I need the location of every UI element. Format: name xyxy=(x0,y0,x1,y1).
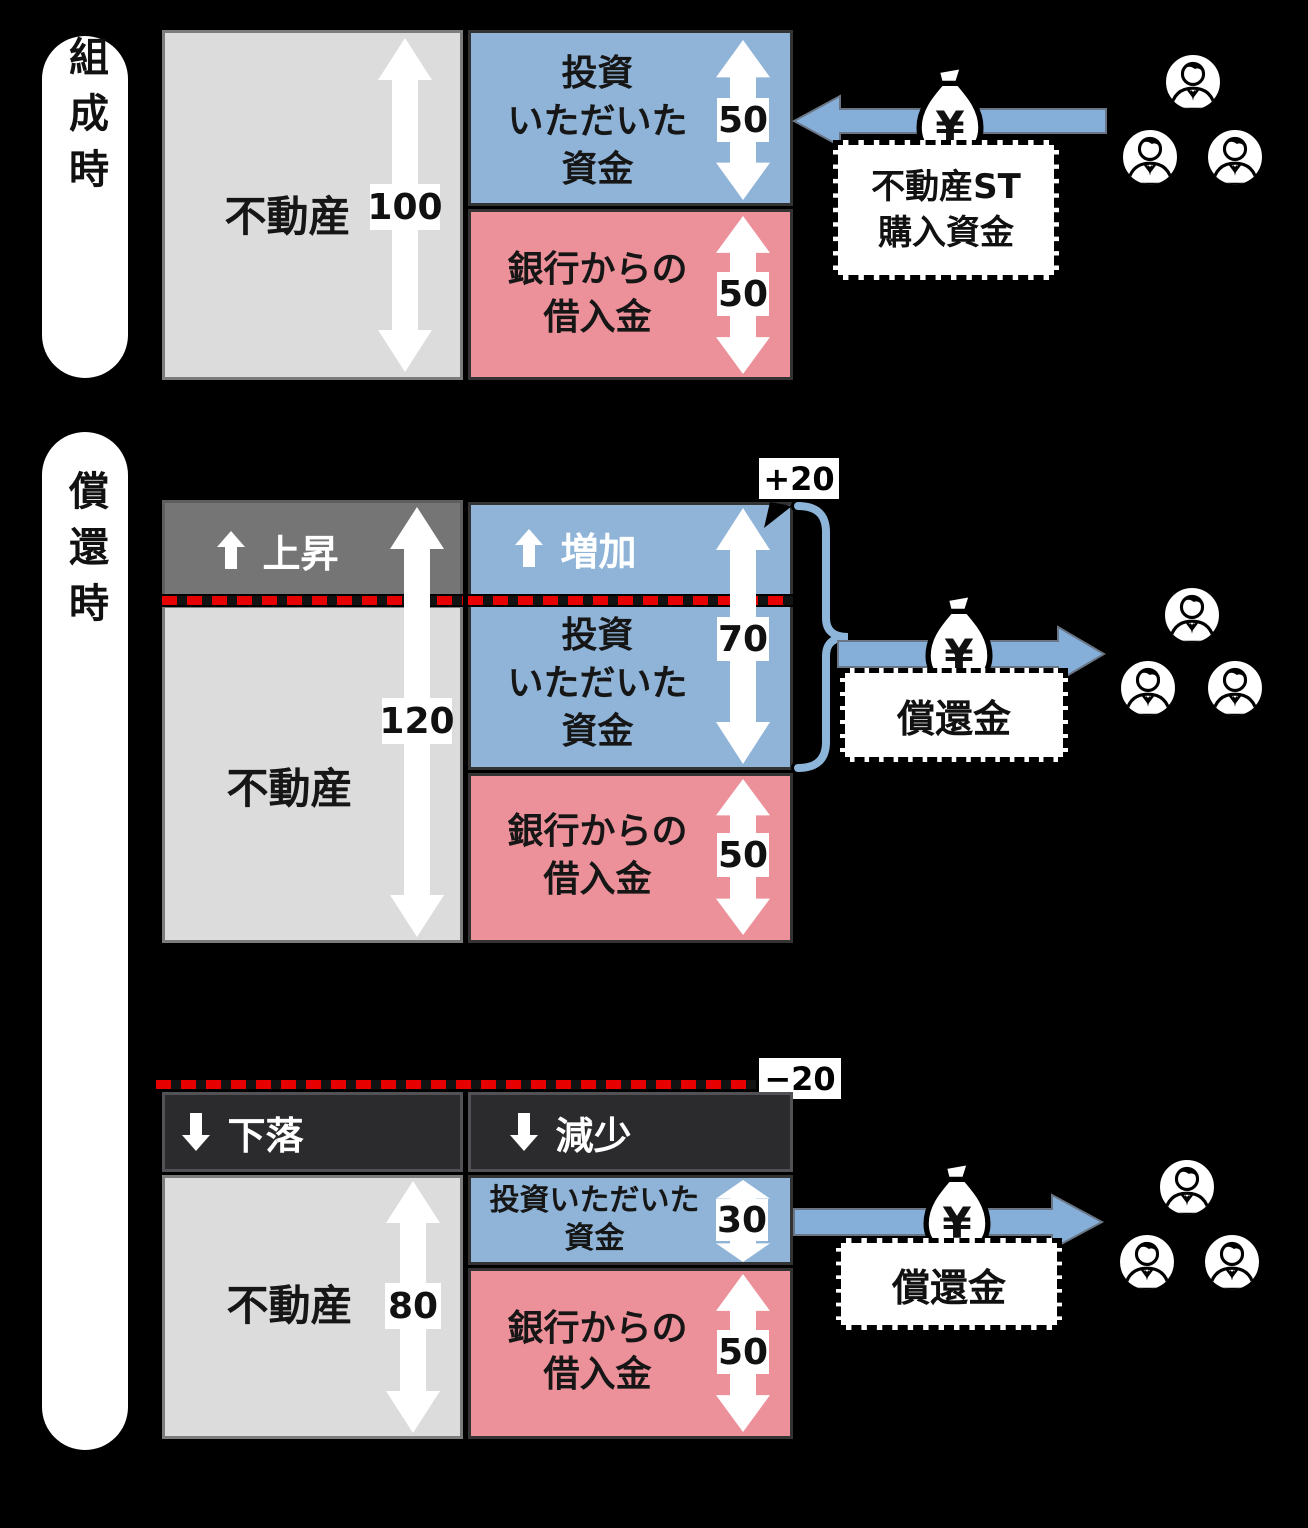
investor-icon xyxy=(1201,1231,1263,1293)
delta-minus-badge: −20 xyxy=(756,1055,844,1102)
investor-icon xyxy=(1162,51,1224,113)
investor-icon xyxy=(1161,584,1223,646)
stage-label-formation: 組成時 xyxy=(62,36,108,204)
down-case-fall-box xyxy=(162,1092,463,1172)
decrease-label: 減少 xyxy=(555,1113,632,1158)
delta-plus-tail xyxy=(764,502,792,528)
up-case-equity-label: 投資 いただいた 資金 xyxy=(507,615,688,752)
rise-label: 上昇 xyxy=(262,531,339,576)
up-arrow-icon xyxy=(515,529,544,567)
baseline-dashed-line xyxy=(156,1078,793,1091)
formation-debt-label: 銀行からの 借入金 xyxy=(507,249,688,338)
sum-brace xyxy=(791,499,849,775)
purchase-funds-label: 不動産ST 購入資金 xyxy=(871,167,1021,253)
increase-label: 増加 xyxy=(560,529,637,574)
redemption-money-tag: 償還金 xyxy=(836,1238,1062,1330)
investor-icon xyxy=(1204,657,1266,719)
stage-pill-formation: 組成時 xyxy=(42,36,128,378)
baseline-dashed-line xyxy=(468,594,793,607)
down-case-equity-label: 投資いただいた 資金 xyxy=(489,1183,700,1256)
down-case-debt-label: 銀行からの 借入金 xyxy=(507,1308,688,1395)
down-case-asset-label: 不動産 xyxy=(226,1281,353,1330)
formation-equity-label: 投資 いただいた 資金 xyxy=(507,53,688,190)
up-case-asset-label: 不動産 xyxy=(226,764,353,813)
investor-icon xyxy=(1156,1156,1218,1218)
down-case-debt-value: 50 xyxy=(717,1330,769,1374)
up-case-debt-label: 銀行からの 借入金 xyxy=(507,811,688,900)
baseline-dashed-line xyxy=(162,594,463,607)
redemption-money-tag: 償還金 xyxy=(840,668,1068,762)
fall-label: 下落 xyxy=(227,1113,304,1158)
up-case-rise-row: 上昇 xyxy=(162,500,463,600)
redemption-money-label: 償還金 xyxy=(891,1265,1006,1310)
redemption-money-label: 償還金 xyxy=(896,696,1011,741)
stage-pill-redemption: 償還時 xyxy=(42,432,128,1450)
down-case-decrease-row: 減少 xyxy=(468,1092,793,1172)
investor-icon xyxy=(1116,1231,1178,1293)
up-case-increase-row: 増加 xyxy=(468,502,793,594)
down-case-fall-row: 下落 xyxy=(162,1092,463,1172)
down-case-equity-value: 30 xyxy=(716,1199,768,1241)
down-arrow-icon xyxy=(182,1113,211,1151)
down-arrow-icon xyxy=(510,1113,539,1151)
up-case-asset-value: 120 xyxy=(379,698,455,744)
delta-plus-badge: +20 xyxy=(756,455,842,502)
down-case-asset-value: 80 xyxy=(385,1283,441,1329)
up-arrow-icon xyxy=(217,531,246,569)
formation-equity-value: 50 xyxy=(717,98,769,142)
up-case-equity-value: 70 xyxy=(717,617,769,661)
formation-asset-value: 100 xyxy=(367,184,443,230)
investor-icon xyxy=(1119,126,1181,188)
purchase-funds-tag: 不動産ST 購入資金 xyxy=(833,140,1059,280)
investor-icon xyxy=(1204,126,1266,188)
formation-asset-label: 不動産 xyxy=(224,192,351,241)
investor-icon xyxy=(1117,657,1179,719)
formation-debt-value: 50 xyxy=(717,272,769,316)
up-case-debt-value: 50 xyxy=(717,833,769,877)
stage-label-redemption: 償還時 xyxy=(62,470,108,638)
